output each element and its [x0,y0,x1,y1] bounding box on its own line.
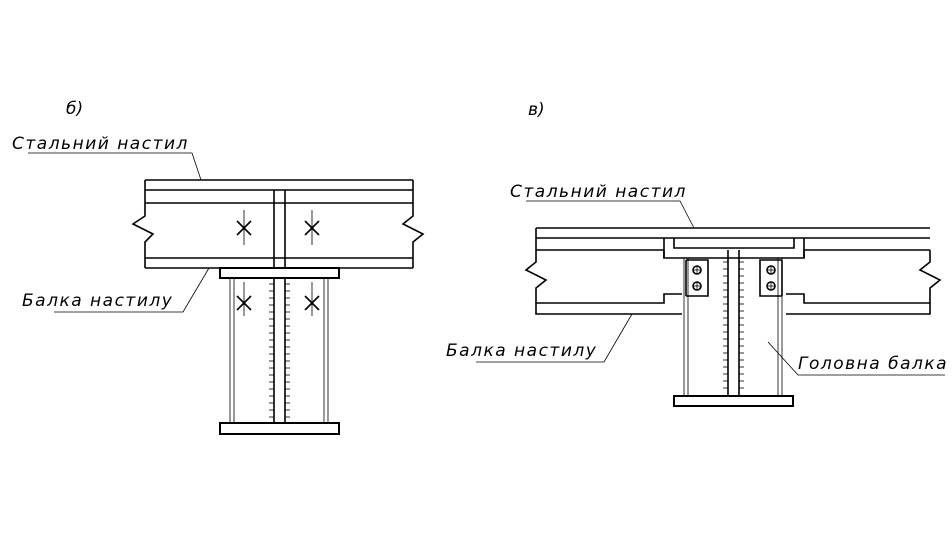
leader-deck-beam-b [54,267,210,313]
main-beam-b [219,278,340,435]
label-deck-beam-v: Балка настилу [446,341,597,361]
deck-beam-left-v [524,250,682,315]
detail-b: б) [12,99,425,435]
label-steel-deck-v: Стальний настил [510,182,687,202]
bottom-flange-v [673,395,794,407]
deck-beam-web-b [273,190,286,422]
main-beam-web-v [673,250,794,407]
label-deck-beam-b: Балка настилу [22,291,173,311]
angle-left-v [685,259,709,297]
bolt-markers-b [236,210,320,316]
angle-right-v [759,259,783,297]
deck-beam-flange-b [131,203,425,269]
steel-deck-b [144,179,414,204]
leader-deck-beam-v [476,313,633,363]
leader-steel-deck-v [526,200,695,229]
leader-steel-deck-b [28,152,202,181]
top-channel-v [663,238,805,259]
detail-v: в) [446,100,948,407]
bottom-flange-b [219,422,340,435]
weld-ticks-v [723,261,744,389]
detail-v-tag: в) [528,100,545,120]
top-cap-plate-b [219,267,340,279]
leader-main-beam-v [767,341,945,376]
detail-b-tag: б) [66,99,83,119]
label-steel-deck-b: Стальний настил [12,134,189,154]
steel-deck-v [535,227,930,251]
weld-ticks-b [269,283,290,418]
label-main-beam-v: Головна балка [798,354,948,374]
deck-beam-right-v [786,250,942,315]
